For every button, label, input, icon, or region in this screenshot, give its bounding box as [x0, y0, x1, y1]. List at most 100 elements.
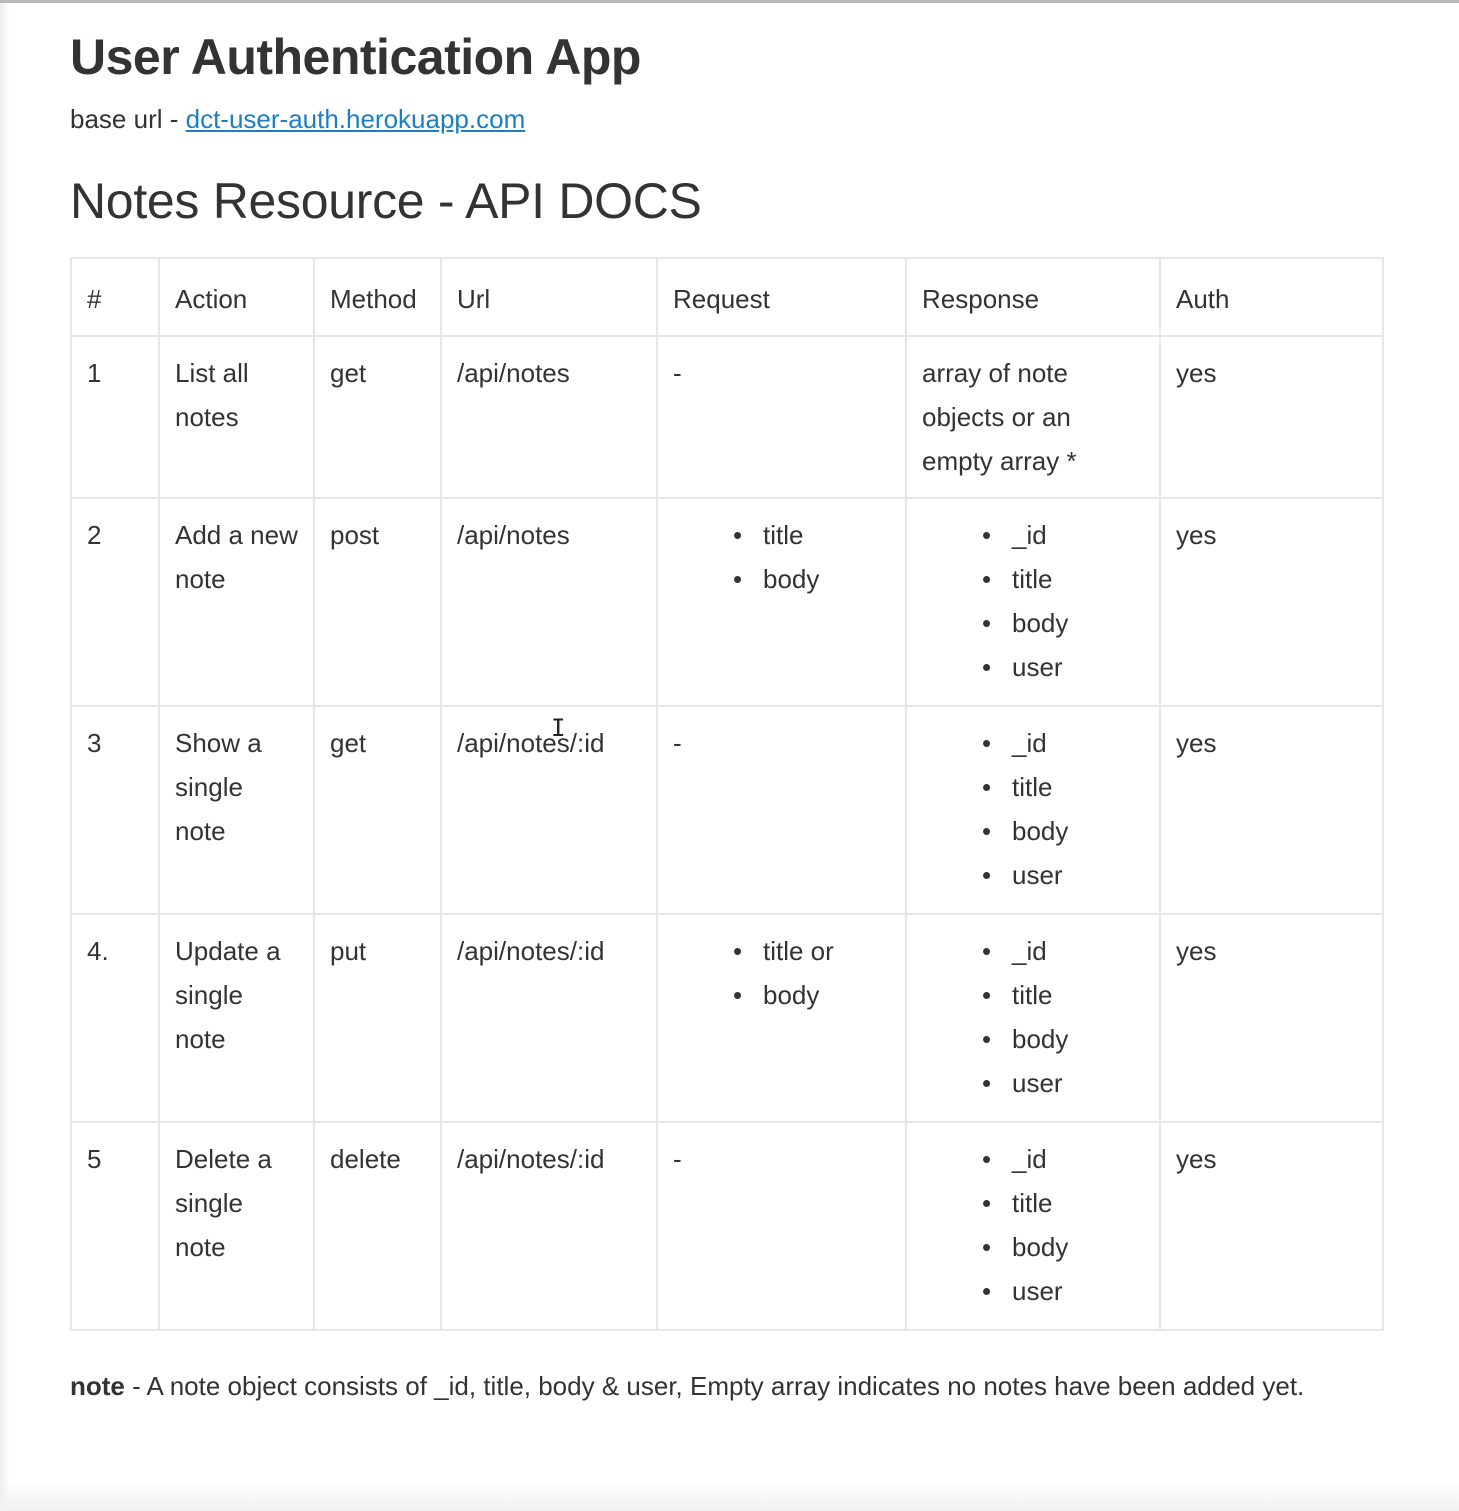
bullet-icon: • — [982, 860, 992, 890]
bullet-icon: • — [733, 520, 743, 550]
cell-url: /api/notes — [440, 335, 658, 499]
cell-action: Show a single note — [158, 705, 315, 915]
request-item: • body — [731, 973, 891, 1017]
bullet-icon: • — [733, 936, 743, 966]
bullet-icon: • — [982, 652, 992, 682]
response-item: •title — [980, 557, 1145, 601]
cell-method: put — [313, 913, 442, 1123]
response-item-label: body — [1012, 608, 1069, 638]
response-item: • _id — [980, 513, 1145, 557]
base-url-link[interactable]: dct-user-auth.herokuapp.com — [185, 104, 526, 134]
response-list: •_id•title•body•user — [922, 721, 1145, 897]
cell-action: List all notes — [158, 335, 315, 499]
cell-response: • _id •title•body • user — [905, 497, 1161, 707]
base-url-line: base url - dct-user-auth.herokuapp.com — [70, 103, 1382, 135]
cell-number: 4. — [70, 913, 160, 1123]
cell-action: Delete a single note — [158, 1121, 315, 1331]
cell-response: •_id•title•body•user — [905, 1121, 1161, 1331]
response-item-label: title — [1012, 564, 1053, 594]
response-item: •title — [980, 765, 1145, 809]
bullet-icon: • — [982, 520, 992, 550]
request-item-label: body — [763, 980, 820, 1010]
header-action: Action — [158, 257, 315, 337]
response-list: • _id •title•body • user — [922, 513, 1145, 689]
bullet-icon: • — [982, 936, 992, 966]
cell-action: Update a single note — [158, 913, 315, 1123]
header-url: Url — [440, 257, 658, 337]
cell-number: 5 — [70, 1121, 160, 1331]
request-list: • title or • body — [673, 929, 891, 1017]
bullet-icon: • — [982, 1024, 992, 1054]
response-item: •title — [980, 1181, 1145, 1225]
bullet-icon: • — [982, 772, 992, 802]
page-title: User Authentication App — [70, 29, 641, 85]
response-item-label: user — [1012, 652, 1063, 682]
bullet-icon: • — [982, 728, 992, 758]
bullet-icon: • — [733, 980, 743, 1010]
response-item: • user — [980, 853, 1145, 897]
cell-auth: yes — [1159, 1121, 1384, 1331]
cell-response: •_id•title•body•user — [905, 705, 1161, 915]
cell-url: /api/notes/:id — [440, 705, 658, 915]
bullet-icon: • — [982, 1276, 992, 1306]
response-item: • user — [980, 645, 1145, 689]
response-item: • _id — [980, 929, 1145, 973]
cell-number: 1 — [70, 335, 160, 499]
response-item-label: body — [1012, 816, 1069, 846]
bullet-icon: • — [982, 816, 992, 846]
cell-request: • title• body — [656, 497, 907, 707]
response-item-label: _id — [1012, 936, 1047, 966]
response-item-label: user — [1012, 1068, 1063, 1098]
cell-request-text: - — [673, 728, 682, 758]
cell-response: array of note objects or an empty array … — [905, 335, 1161, 499]
cell-auth: yes — [1159, 497, 1384, 707]
response-list: • _id •title • body •user — [922, 929, 1145, 1105]
header-number: # — [70, 257, 160, 337]
request-list: • title• body — [673, 513, 891, 601]
page-shadow-left — [0, 3, 10, 1511]
cell-method: delete — [313, 1121, 442, 1331]
footnote: note - A note object consists of _id, ti… — [70, 1369, 1382, 1403]
response-item: • body — [980, 1017, 1145, 1061]
request-item-label: title — [763, 520, 804, 550]
response-item-label: _id — [1012, 520, 1047, 550]
response-list: •_id•title•body•user — [922, 1137, 1145, 1313]
base-url-label: base url - — [70, 104, 186, 134]
header-auth: Auth — [1159, 257, 1384, 337]
request-item-label: title or — [763, 936, 834, 966]
request-item-label: body — [763, 564, 820, 594]
response-item: •user — [980, 1061, 1145, 1105]
response-item: •title — [980, 973, 1145, 1017]
cell-url: /api/notes — [440, 497, 658, 707]
response-item: •body — [980, 601, 1145, 645]
response-item-label: _id — [1012, 1144, 1047, 1174]
bullet-icon: • — [982, 1188, 992, 1218]
api-docs-table: # Action Method Url Request Response Aut… — [70, 257, 1384, 1331]
response-item: • body — [980, 809, 1145, 853]
response-item-label: _id — [1012, 728, 1047, 758]
bullet-icon: • — [982, 1232, 992, 1262]
cell-request: - — [656, 335, 907, 499]
request-item: • title — [731, 513, 891, 557]
response-item: •body — [980, 1225, 1145, 1269]
response-item: • _id — [980, 721, 1145, 765]
response-item: • user — [980, 1269, 1145, 1313]
request-item: • title or — [731, 929, 891, 973]
cell-method: get — [313, 335, 442, 499]
response-item-label: title — [1012, 980, 1053, 1010]
cell-number: 2 — [70, 497, 160, 707]
response-item-label: user — [1012, 1276, 1063, 1306]
response-item-label: body — [1012, 1024, 1069, 1054]
page-shadow-bottom — [0, 1481, 1459, 1511]
response-item-label: user — [1012, 860, 1063, 890]
cell-response-text: array of note objects or an empty array … — [922, 358, 1077, 476]
cell-method: get — [313, 705, 442, 915]
response-item: •_id — [980, 1137, 1145, 1181]
cell-request-text: - — [673, 1144, 682, 1174]
